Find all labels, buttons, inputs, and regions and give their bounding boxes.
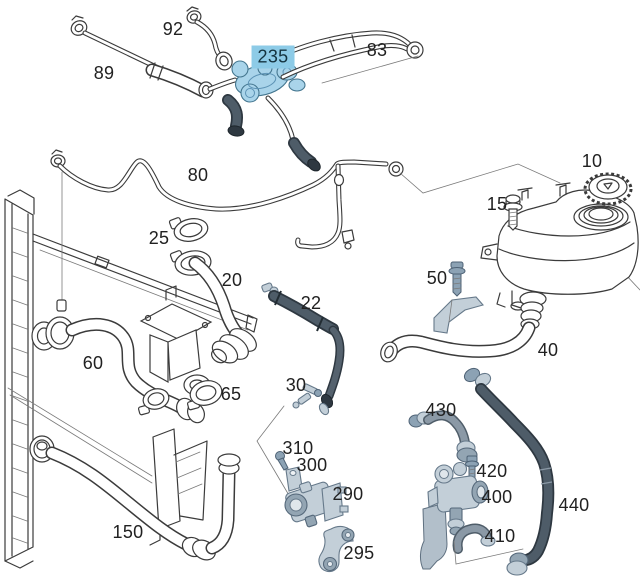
radiator xyxy=(4,189,258,569)
part-label-295[interactable]: 295 xyxy=(343,543,375,563)
expansion-tank xyxy=(480,182,639,311)
part-label-420[interactable]: 420 xyxy=(476,461,508,481)
coolant-pipes-83 xyxy=(267,30,424,84)
part-label-150[interactable]: 150 xyxy=(112,522,144,542)
part-label-30[interactable]: 30 xyxy=(285,375,307,395)
screw-15 xyxy=(503,194,523,231)
fittings-30 xyxy=(256,383,322,498)
part-label-440[interactable]: 440 xyxy=(558,495,590,515)
aux-water-pump-290 xyxy=(284,481,349,528)
tank-cap-10 xyxy=(583,172,633,206)
part-label-300[interactable]: 300 xyxy=(296,455,328,475)
bolt-310 xyxy=(275,451,289,471)
hose-clamps-65 xyxy=(137,380,223,416)
radiator-mount-bracket xyxy=(149,428,208,546)
part-label-89[interactable]: 89 xyxy=(93,63,115,83)
radiator-hose-60 xyxy=(31,171,205,424)
part-label-50[interactable]: 50 xyxy=(426,268,448,288)
part-label-235-highlighted[interactable]: 235 xyxy=(251,45,295,69)
part-label-310[interactable]: 310 xyxy=(282,438,314,458)
part-label-60[interactable]: 60 xyxy=(82,353,104,373)
hose-89 xyxy=(70,15,321,172)
part-label-290[interactable]: 290 xyxy=(332,484,364,504)
part-label-80[interactable]: 80 xyxy=(187,165,209,185)
part-label-22[interactable]: 22 xyxy=(300,293,322,313)
hose-440 xyxy=(463,367,555,576)
hose-150 xyxy=(29,435,241,561)
part-label-15[interactable]: 15 xyxy=(486,194,508,214)
part-label-40[interactable]: 40 xyxy=(537,340,559,360)
tank-hose-40 xyxy=(380,291,547,363)
heater-valve-400 xyxy=(420,461,489,570)
part-label-400[interactable]: 400 xyxy=(481,487,513,507)
pump-bracket-295 xyxy=(318,525,355,573)
hose-20 xyxy=(188,256,257,364)
part-label-410[interactable]: 410 xyxy=(484,526,516,546)
thermostat-assembly xyxy=(139,285,213,396)
vent-hose-92 xyxy=(186,6,233,71)
hose-430 xyxy=(408,410,478,463)
part-label-25[interactable]: 25 xyxy=(148,228,170,248)
part-label-65[interactable]: 65 xyxy=(220,384,242,404)
part-label-20[interactable]: 20 xyxy=(221,270,243,290)
part-label-430[interactable]: 430 xyxy=(425,400,457,420)
vent-pipe-22 xyxy=(261,282,345,416)
part-label-92[interactable]: 92 xyxy=(162,19,184,39)
part-label-83[interactable]: 83 xyxy=(366,40,388,60)
tank-bracket xyxy=(433,296,484,334)
hose-410 xyxy=(452,523,524,565)
part-label-10[interactable]: 10 xyxy=(581,151,603,171)
coolant-pipe-80 xyxy=(50,149,640,291)
bolt-50 xyxy=(448,261,466,297)
